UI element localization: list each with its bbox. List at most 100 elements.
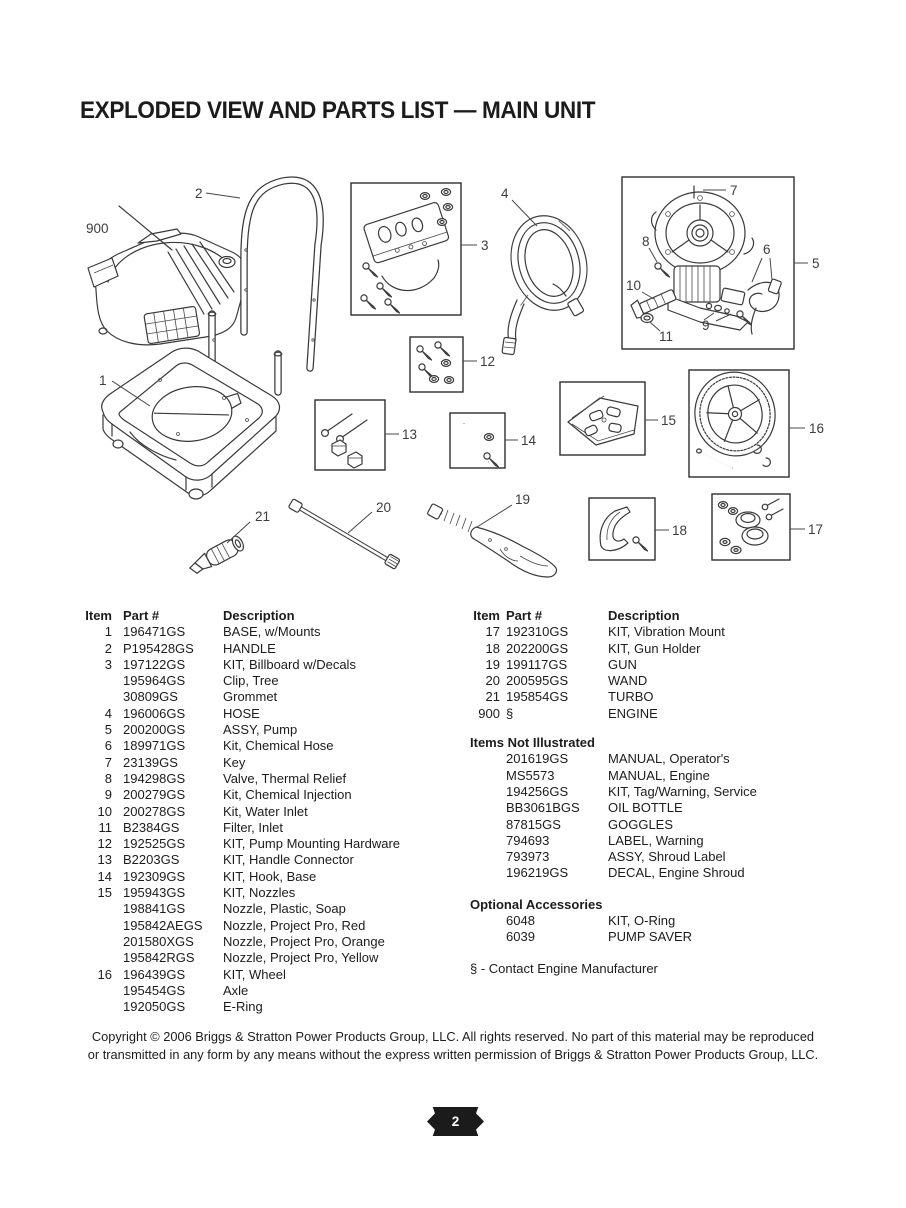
header-part: Part # bbox=[506, 608, 543, 623]
cell-part: 194256GS bbox=[506, 783, 569, 799]
cell-item: 6 bbox=[104, 738, 112, 754]
cell-desc: Filter, Inlet bbox=[223, 819, 283, 835]
callout-9: 9 bbox=[702, 312, 732, 333]
cell-item: 7 bbox=[104, 754, 112, 770]
cell-part: 197122GS bbox=[123, 656, 186, 672]
cell-desc: KIT, Vibration Mount bbox=[608, 624, 725, 640]
cell-part: P195428GS bbox=[123, 640, 194, 656]
cell-part: 195454GS bbox=[123, 982, 186, 998]
table-row: 15 195943GS KIT, Nozzles bbox=[82, 885, 447, 901]
cell-part: 23139GS bbox=[123, 754, 178, 770]
table-row: 6039 PUMP SAVER bbox=[470, 929, 842, 945]
table-row: 195964GS Clip, Tree bbox=[82, 673, 447, 689]
cell-desc: Kit, Water Inlet bbox=[223, 803, 308, 819]
not-illustrated-title: Items Not Illustrated bbox=[470, 735, 595, 751]
cell-part: 192309GS bbox=[123, 868, 186, 884]
turbo-drawing bbox=[189, 535, 245, 574]
cell-item bbox=[470, 751, 500, 767]
callout-1: 1 bbox=[99, 373, 151, 407]
table-row: 10 200278GS Kit, Water Inlet bbox=[82, 804, 447, 820]
wand-drawing bbox=[288, 498, 401, 570]
cell-item bbox=[82, 983, 112, 999]
callout-21: 21 bbox=[226, 509, 270, 544]
cell-item: 12 bbox=[97, 836, 112, 852]
cell-part: 196471GS bbox=[123, 624, 186, 640]
table-row: 16 196439GS KIT, Wheel bbox=[82, 967, 447, 983]
cell-part: 6048 bbox=[506, 913, 535, 929]
cell-item: 15 bbox=[97, 885, 112, 901]
cell-desc: Nozzle, Project Pro, Red bbox=[223, 917, 366, 933]
cell-item: 1 bbox=[104, 624, 112, 640]
table-row: 9 200279GS Kit, Chemical Injection bbox=[82, 787, 447, 803]
cell-part: 200200GS bbox=[123, 722, 186, 738]
callout-5: 5 bbox=[794, 256, 820, 271]
cell-part: 87815GS bbox=[506, 816, 561, 832]
cell-part: 192310GS bbox=[506, 624, 569, 640]
header-desc: Description bbox=[608, 608, 680, 623]
cell-item: 4 bbox=[104, 705, 112, 721]
cell-desc: Clip, Tree bbox=[223, 673, 279, 689]
cell-desc: GOGGLES bbox=[608, 816, 674, 832]
svg-text:900: 900 bbox=[86, 221, 109, 236]
cell-desc: KIT, Hook, Base bbox=[223, 868, 317, 884]
table-row: 12 192525GS KIT, Pump Mounting Hardware bbox=[82, 836, 447, 852]
table-header: Item Part # Description bbox=[82, 608, 447, 624]
parts-table-right: Item Part # Description 17 192310GS KIT,… bbox=[470, 608, 842, 977]
callout-11: 11 bbox=[649, 321, 673, 344]
svg-text:21: 21 bbox=[255, 509, 270, 524]
table-row: MS5573 MANUAL, Engine bbox=[470, 768, 842, 784]
cell-item: 5 bbox=[104, 722, 112, 738]
part-box-14 bbox=[449, 412, 506, 469]
hose-ends bbox=[501, 283, 585, 356]
svg-text:18: 18 bbox=[672, 523, 687, 538]
cell-item: 19 bbox=[485, 656, 500, 672]
cell-desc: Nozzle, Project Pro, Orange bbox=[223, 933, 385, 949]
table-row: 6 189971GS Kit, Chemical Hose bbox=[82, 738, 447, 754]
cell-part: B2203GS bbox=[123, 852, 180, 868]
svg-text:1: 1 bbox=[99, 373, 107, 388]
cell-desc: HANDLE bbox=[223, 640, 276, 656]
cell-part: 192050GS bbox=[123, 999, 186, 1015]
engine-drawing bbox=[87, 205, 247, 346]
cell-part: 194298GS bbox=[123, 770, 186, 786]
page-number: 2 bbox=[451, 1114, 460, 1129]
cell-desc: HOSE bbox=[223, 705, 260, 721]
cell-desc: Kit, Chemical Hose bbox=[223, 738, 334, 754]
cell-item: 2 bbox=[104, 640, 112, 656]
table-row: 14 192309GS KIT, Hook, Base bbox=[82, 869, 447, 885]
table-row: 3 197122GS KIT, Billboard w/Decals bbox=[82, 657, 447, 673]
svg-text:15: 15 bbox=[661, 413, 676, 428]
cell-item: 3 bbox=[104, 656, 112, 672]
cell-item: 17 bbox=[485, 624, 500, 640]
svg-text:7: 7 bbox=[730, 183, 738, 198]
cell-part: 202200GS bbox=[506, 640, 569, 656]
cell-part: 196439GS bbox=[123, 966, 186, 982]
table-row: BB3061BGS OIL BOTTLE bbox=[470, 800, 842, 816]
header-desc: Description bbox=[223, 608, 295, 623]
table-header: Item Part # Description bbox=[470, 608, 842, 624]
cell-part: 201619GS bbox=[506, 751, 569, 767]
callout-4: 4 bbox=[501, 186, 538, 227]
table-row: 18 202200GS KIT, Gun Holder bbox=[470, 641, 842, 657]
parts-table-left: Item Part # Description 1 196471GS BASE,… bbox=[82, 608, 447, 1015]
part-box-16 bbox=[688, 369, 790, 478]
cell-item bbox=[470, 929, 500, 945]
cell-desc: TURBO bbox=[608, 689, 654, 705]
table-row: 13 B2203GS KIT, Handle Connector bbox=[82, 852, 447, 868]
page-title: EXPLODED VIEW AND PARTS LIST — MAIN UNIT bbox=[80, 97, 596, 124]
callout-18: 18 bbox=[655, 523, 687, 538]
cell-part: BB3061BGS bbox=[506, 800, 580, 816]
part-box-15 bbox=[559, 381, 646, 456]
cell-item bbox=[470, 865, 500, 881]
gun-drawing bbox=[427, 503, 558, 578]
cell-part: 200595GS bbox=[506, 673, 569, 689]
part-box-18 bbox=[588, 497, 656, 561]
cell-part: 195943GS bbox=[123, 885, 186, 901]
table-row: 201580XGS Nozzle, Project Pro, Orange bbox=[82, 934, 447, 950]
cell-desc: MANUAL, Engine bbox=[608, 767, 710, 783]
cell-item bbox=[470, 849, 500, 865]
callout-3: 3 bbox=[461, 238, 489, 253]
cell-part: 189971GS bbox=[123, 738, 186, 754]
cell-desc: KIT, Gun Holder bbox=[608, 640, 701, 656]
table-body: 1 196471GS BASE, w/Mounts 2 P195428GS HA… bbox=[82, 624, 447, 1015]
